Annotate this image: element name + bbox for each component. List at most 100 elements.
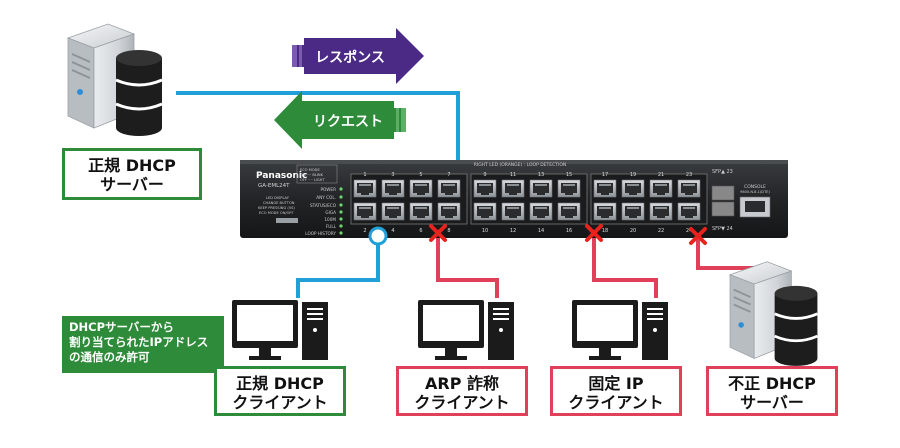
port-number-8: 8 xyxy=(447,228,450,234)
static-client-label-line1: 固定 IP xyxy=(588,374,644,393)
eco-mode-blink: ON ···· BLINK xyxy=(300,173,324,177)
static-client-pc-icon xyxy=(572,300,668,360)
port-number-24: 24 xyxy=(686,228,692,234)
right-led-text: RIGHT LED (ORANGE) : LOOP DETECTION xyxy=(474,162,567,168)
port-number-6: 6 xyxy=(419,228,422,234)
rj45-port-18[interactable] xyxy=(593,202,617,221)
switch-brand: Panasonic xyxy=(256,171,307,181)
indicator-loop-history: LOOP HISTORY xyxy=(305,231,336,236)
led-eco-text: ECO MODE ON/OFF xyxy=(259,211,294,215)
arp-client-link xyxy=(436,234,499,298)
arp-client-label: ARP 詐称 クライアント xyxy=(396,366,528,416)
rogue-server-label-line1: 不正 DHCP xyxy=(728,374,816,393)
legit-server-label-line1: 正規 DHCP xyxy=(88,156,176,175)
indicator-giga: GIGA xyxy=(325,210,336,215)
legit-client-label-line1: 正規 DHCP xyxy=(236,374,324,393)
legit-server-label: 正規 DHCP サーバー xyxy=(62,148,202,200)
sfp-top-label: SFP▲ 23 xyxy=(712,169,733,175)
rj45-port-20[interactable] xyxy=(621,202,645,221)
arp-client-label-line1: ARP 詐称 xyxy=(424,374,499,393)
rj45-port-13[interactable] xyxy=(529,179,553,198)
rj45-port-7[interactable] xyxy=(437,179,461,198)
legit-client-label-line2: クライアント xyxy=(232,393,328,412)
rj45-port-6[interactable] xyxy=(409,202,433,221)
port-number-9: 9 xyxy=(483,172,486,178)
port-number-13: 13 xyxy=(538,172,544,178)
console-label: CONSOLE xyxy=(744,184,766,190)
legit-client-link xyxy=(296,244,380,298)
allowed-port-marker xyxy=(368,226,388,246)
legit-client-pc-icon xyxy=(232,300,328,360)
rogue-server-label-line2: サーバー xyxy=(740,393,804,412)
note-line3: の通信のみ許可 xyxy=(69,350,150,364)
port-number-1: 1 xyxy=(363,172,366,178)
allowed-traffic-note: DHCPサーバーから 割り当てられたIPアドレス の通信のみ許可 xyxy=(62,316,224,373)
arp-client-label-line2: クライアント xyxy=(414,393,510,412)
arp-client-pc-icon xyxy=(418,300,514,360)
sfp-bottom-label: SFP▼ 24 xyxy=(712,226,733,232)
rj45-port-15[interactable] xyxy=(557,179,581,198)
rj45-port-4[interactable] xyxy=(381,202,405,221)
rj45-port-5[interactable] xyxy=(409,179,433,198)
port-number-22: 22 xyxy=(658,228,664,234)
port-number-15: 15 xyxy=(566,172,572,178)
rj45-port-14[interactable] xyxy=(529,202,553,221)
rj45-port-11[interactable] xyxy=(501,179,525,198)
indicator-power: POWER xyxy=(320,187,336,192)
port-number-14: 14 xyxy=(538,228,544,234)
legit-client-label: 正規 DHCP クライアント xyxy=(214,366,346,416)
rj45-port-1[interactable] xyxy=(353,179,377,198)
rj45-port-9[interactable] xyxy=(473,179,497,198)
static-client-label-line2: クライアント xyxy=(568,393,664,412)
rj45-port-3[interactable] xyxy=(381,179,405,198)
request-arrow-label: リクエスト xyxy=(313,114,383,130)
indicator-status: STATUS/ECO xyxy=(310,203,337,208)
static-client-link xyxy=(592,234,658,298)
led-display-text: LED DISPLAY xyxy=(266,196,290,200)
request-arrow: リクエスト xyxy=(274,91,406,149)
console-spec: 9600.N.8.1(DTE) xyxy=(740,190,770,194)
led-change-text: CHANGE BUTTON xyxy=(263,201,295,205)
rj45-port-17[interactable] xyxy=(593,179,617,198)
rj45-port-8[interactable] xyxy=(437,202,461,221)
port-number-5: 5 xyxy=(419,172,422,178)
legit-server-link xyxy=(176,91,460,160)
port-number-2: 2 xyxy=(363,228,366,234)
sfp-port-24[interactable] xyxy=(711,201,735,217)
led-change-button[interactable] xyxy=(276,218,298,223)
rj45-port-12[interactable] xyxy=(501,202,525,221)
port-number-21: 21 xyxy=(658,172,664,178)
rj45-port-10[interactable] xyxy=(473,202,497,221)
port-number-20: 20 xyxy=(630,228,636,234)
port-number-18: 18 xyxy=(602,228,608,234)
switch-device: Panasonic GA-EML24T ECO MODE ON ···· BLI… xyxy=(240,160,788,238)
rj45-port-21[interactable] xyxy=(649,179,673,198)
rj45-port-2[interactable] xyxy=(353,202,377,221)
port-number-10: 10 xyxy=(482,228,488,234)
rj45-port-24[interactable] xyxy=(677,202,701,221)
port-number-12: 12 xyxy=(510,228,516,234)
rj45-port-22[interactable] xyxy=(649,202,673,221)
legit-server-icon xyxy=(66,22,164,138)
switch-model: GA-EML24T xyxy=(258,183,290,189)
indicator-100m: 100M xyxy=(324,217,336,222)
port-number-19: 19 xyxy=(630,172,636,178)
rj45-port-19[interactable] xyxy=(621,179,645,198)
port-number-23: 23 xyxy=(686,172,692,178)
port-number-16: 16 xyxy=(566,228,572,234)
sfp-port-23[interactable] xyxy=(711,185,735,201)
note-line1: DHCPサーバーから xyxy=(69,320,174,334)
eco-mode-light: OFF ···· LIGHT xyxy=(300,178,325,182)
rogue-server-icon xyxy=(728,260,819,368)
indicator-full: FULL xyxy=(326,224,337,229)
eco-mode-text: ECO MODE xyxy=(300,168,320,172)
rj45-port-23[interactable] xyxy=(677,179,701,198)
static-client-label: 固定 IP クライアント xyxy=(550,366,682,416)
rogue-server-label: 不正 DHCP サーバー xyxy=(706,366,838,416)
port-number-4: 4 xyxy=(391,228,394,234)
note-line2: 割り当てられたIPアドレス xyxy=(69,335,209,349)
rj45-port-16[interactable] xyxy=(557,202,581,221)
legit-server-label-line2: サーバー xyxy=(100,175,164,194)
response-arrow-label: レスポンス xyxy=(315,49,385,66)
